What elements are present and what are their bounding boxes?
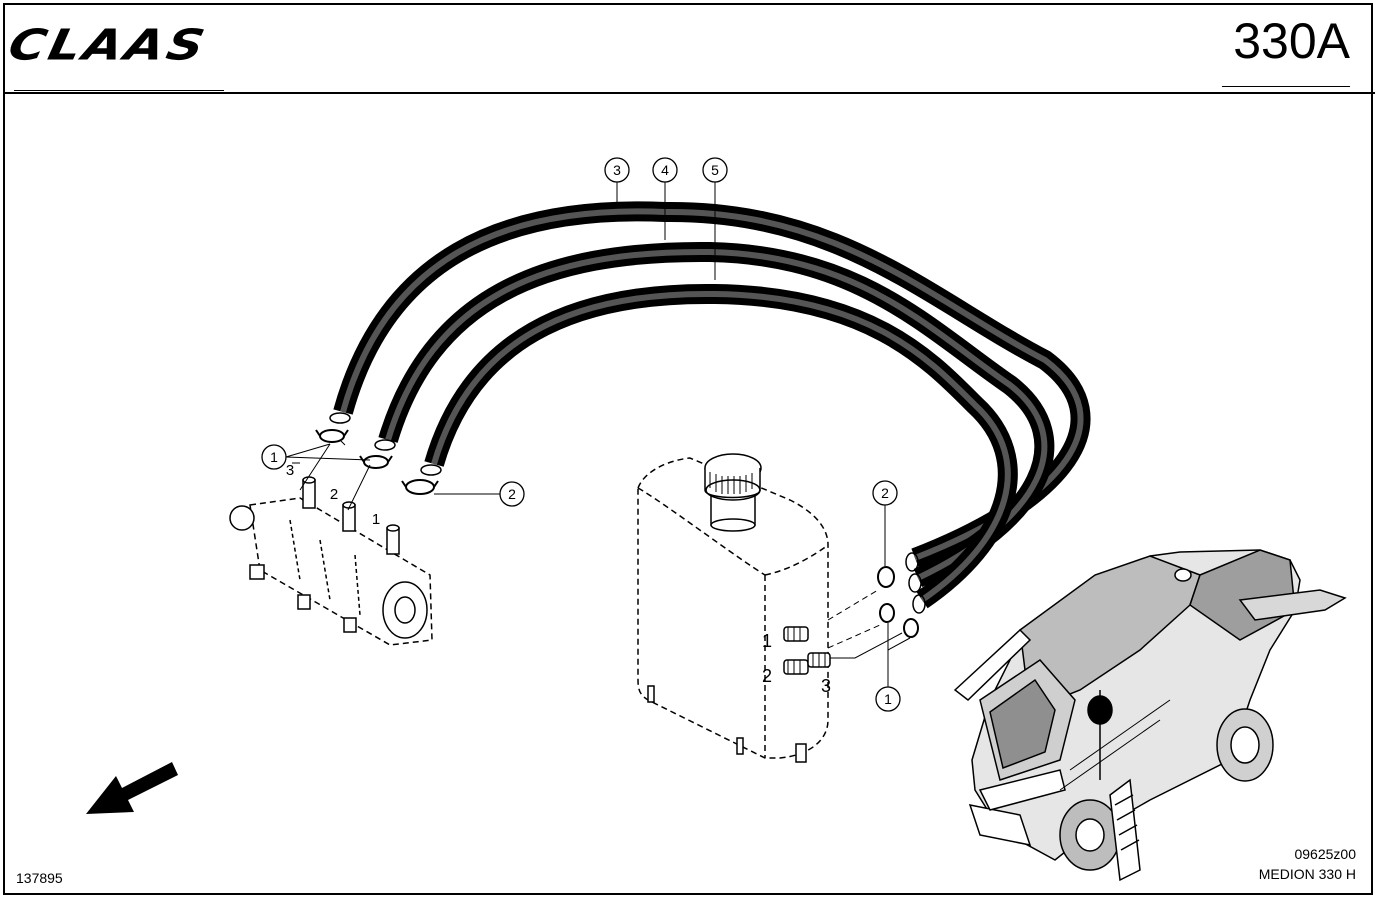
callout-clamp-left-2: 2 — [499, 481, 525, 507]
port-connection-lines — [827, 589, 903, 659]
direction-arrow-icon — [86, 762, 178, 814]
callout-clamp-right-1: 1 — [875, 686, 901, 712]
drawing-number: 137895 — [16, 870, 63, 886]
svg-text:4: 4 — [661, 162, 669, 178]
logo-underline — [14, 90, 224, 91]
svg-text:2: 2 — [881, 485, 889, 501]
reference-code: 09625z00 — [1294, 846, 1356, 862]
model-name: MEDION 330 H — [1258, 866, 1356, 882]
page-code: 330A — [1233, 13, 1350, 69]
right-clamps — [877, 566, 919, 638]
callout-clamp-left-1: 1 — [261, 444, 287, 470]
tank-port-2-label: 2 — [762, 666, 772, 686]
callout-hose-4: 4 — [652, 157, 678, 183]
pump-port-3-label: 3 — [286, 462, 294, 479]
pump-port-1-label: 1 — [372, 511, 380, 528]
tank-port-1-label: 1 — [762, 631, 772, 651]
combine-harvester-illustration — [953, 549, 1347, 882]
hydraulic-pump[interactable] — [229, 476, 433, 646]
tank-port-fittings — [783, 626, 831, 675]
tank-port-3-label: 3 — [821, 676, 831, 696]
svg-text:1: 1 — [884, 691, 892, 707]
svg-text:5: 5 — [711, 162, 719, 178]
header-divider — [3, 92, 1375, 94]
callout-hose-3: 3 — [604, 157, 630, 183]
page-frame — [3, 3, 1373, 895]
leader-lines — [285, 182, 911, 687]
hose-3[interactable] — [333, 201, 1091, 568]
svg-text:1: 1 — [270, 449, 278, 465]
hydraulic-oil-tank[interactable] — [637, 453, 831, 763]
callout-hose-5: 5 — [702, 157, 728, 183]
svg-text:3: 3 — [613, 162, 621, 178]
page-code-underline — [1222, 86, 1350, 87]
pump-port-2-label: 2 — [330, 486, 338, 503]
hose-4[interactable] — [378, 241, 1055, 588]
left-clamps — [315, 429, 439, 495]
hose-5[interactable] — [424, 283, 1018, 609]
callout-clamp-right-2: 2 — [872, 480, 898, 506]
svg-text:2: 2 — [508, 486, 516, 502]
hose-end-rings — [329, 412, 926, 614]
